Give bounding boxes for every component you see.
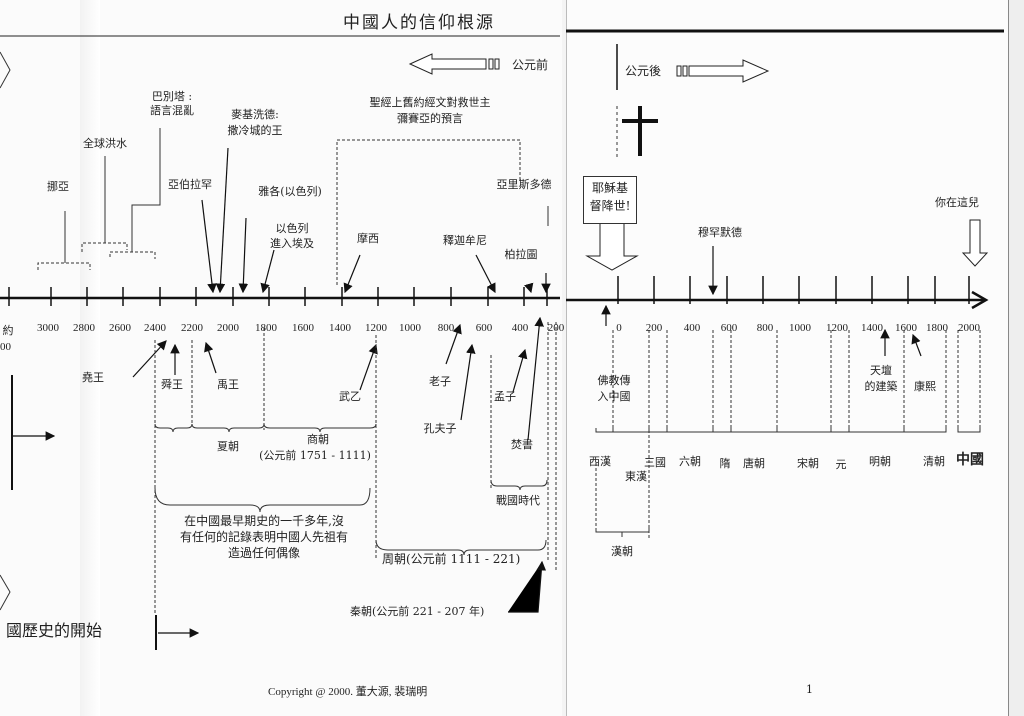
- event-melchizedek-1: 麥基洗德:: [231, 108, 279, 121]
- bc-tick-label: 2200: [181, 322, 203, 334]
- bc-label: 公元前: [512, 58, 549, 72]
- dynasty-qing: 清朝: [923, 455, 945, 468]
- dynasty-shang: 商朝: [307, 433, 329, 446]
- event-melchizedek-2: 撒冷城的王: [227, 124, 283, 137]
- note-line-3: 造過任何偶像: [227, 546, 301, 560]
- tick-sub-label: 00: [0, 341, 11, 353]
- ad-tick-label: 800: [756, 322, 774, 334]
- note-line-1: 在中國最早期史的一千多年,沒: [184, 514, 344, 528]
- copyright: Copyright @ 2000. 董大源, 裴瑞明: [268, 686, 428, 698]
- event-flood: 全球洪水: [83, 137, 127, 150]
- history-start-label: 國歷史的開始: [6, 621, 103, 640]
- page-edge: [1008, 0, 1024, 716]
- bc-tick-label: 2000: [217, 322, 239, 334]
- event-aristotle: 亞里斯多德: [496, 178, 552, 191]
- event-shun: 舜王: [161, 378, 183, 391]
- ad-tick-label: 2000: [958, 322, 980, 334]
- event-mencius: 孟子: [494, 390, 516, 403]
- event-noah: 挪亞: [47, 180, 69, 193]
- bc-tick-label: 1600: [292, 322, 314, 334]
- bc-tick-label: 約: [2, 325, 14, 337]
- jesus-line-1: 耶穌基: [591, 181, 628, 195]
- dynasty-han: 漢朝: [611, 545, 633, 558]
- dynasty-sanguo: 三國: [644, 456, 666, 469]
- bc-arrow-icon: [408, 53, 487, 75]
- ad-tick-label: 1000: [789, 322, 811, 334]
- event-plato: 柏拉圖: [504, 248, 538, 261]
- dynasty-liuchao: 六朝: [679, 455, 701, 468]
- event-yu: 禹王: [217, 378, 239, 391]
- dynasty-song: 宋朝: [797, 457, 819, 470]
- dynasty-sui: 隋: [719, 457, 731, 470]
- event-babel-2: 語言混亂: [150, 104, 194, 117]
- bc-tick-label: 600: [475, 322, 493, 334]
- ad-tick-label: 400: [683, 322, 701, 334]
- event-babel-1: 巴別塔 :: [151, 90, 193, 103]
- ad-tick-label: 0: [616, 322, 622, 334]
- page-title: 中國人的信仰根源: [343, 13, 495, 33]
- bc-tick-label: 1400: [329, 322, 351, 334]
- event-temple-1: 天壇: [870, 364, 892, 377]
- chevron-icon: [0, 51, 11, 89]
- event-jacob: 雅各(以色列): [258, 185, 322, 198]
- dynasty-china: 中國: [956, 452, 984, 468]
- bc-tick-label: 1000: [399, 322, 421, 334]
- you-are-here-arrow-icon: [961, 219, 989, 267]
- bc-tick-label: 1800: [255, 322, 277, 334]
- bc-tick-label: 3000: [37, 322, 59, 334]
- ad-tick-label: 1600: [895, 322, 917, 334]
- dynasty-ming: 明朝: [869, 455, 891, 468]
- event-confucius: 孔夫子: [423, 422, 457, 435]
- event-egypt-1: 以色列: [275, 222, 309, 235]
- event-moses: 摩西: [357, 232, 379, 245]
- event-prophecy-2: 彌賽亞的預言: [397, 112, 463, 125]
- ad-tick-label: 600: [720, 322, 738, 334]
- jesus-birth-box: 耶穌基 督降世!: [583, 176, 637, 224]
- bc-tick-label: 800: [437, 322, 455, 334]
- bc-tick-label: 400: [511, 322, 529, 334]
- event-wuyi: 武乙: [339, 390, 361, 403]
- event-buddhism-1: 佛教傳: [597, 374, 631, 387]
- note-line-2: 有任何的記錄表明中國人先祖有: [179, 530, 349, 544]
- cross-icon: [622, 106, 658, 156]
- bc-tick-label: 2800: [73, 322, 95, 334]
- ad-tick-label: 1400: [861, 322, 883, 334]
- jesus-line-2: 督降世!: [589, 199, 631, 213]
- dynasty-yuan: 元: [835, 458, 847, 471]
- bc-tick-label: 2400: [144, 322, 166, 334]
- dynasty-shang-dates: (公元前 1751 - 1111): [259, 449, 371, 462]
- bc-tick-label: 200: [547, 322, 565, 334]
- axis-arrowhead-icon: [971, 290, 989, 310]
- dynasty-donghan: 東漢: [625, 470, 647, 483]
- ad-arrow-icon: [688, 59, 770, 83]
- event-muhammad: 穆罕默德: [698, 226, 742, 239]
- dynasty-qin: 秦朝(公元前 221 - 207 年): [350, 605, 485, 618]
- event-laozi: 老子: [429, 375, 451, 388]
- event-yao: 堯王: [82, 371, 104, 384]
- chevron-icon: [0, 574, 11, 611]
- page-fold: [80, 0, 100, 716]
- bc-tick-label: 1200: [365, 322, 387, 334]
- event-kangxi: 康熙: [914, 380, 936, 393]
- event-burning-books: 焚書: [511, 438, 533, 451]
- dynasty-xia: 夏朝: [217, 440, 239, 453]
- jesus-arrow-icon: [585, 217, 639, 271]
- event-abraham: 亞伯拉罕: [168, 178, 212, 191]
- ad-tick-label: 200: [645, 322, 663, 334]
- ad-label: 公元後: [625, 64, 662, 78]
- warring-states: 戰國時代: [496, 494, 540, 507]
- event-temple-2: 的建築: [864, 380, 898, 393]
- ad-tick-label: 1200: [826, 322, 848, 334]
- event-buddhism-2: 入中國: [597, 390, 631, 403]
- ad-tick-label: 1800: [926, 322, 948, 334]
- you-are-here: 你在這兒: [935, 196, 979, 209]
- page-number: 1: [806, 683, 813, 696]
- event-egypt-2: 進入埃及: [270, 237, 314, 250]
- bc-tick-label: 2600: [109, 322, 131, 334]
- event-buddha: 釋迦牟尼: [443, 234, 487, 247]
- event-prophecy-1: 聖經上舊約經文對救世主: [369, 96, 491, 109]
- dynasty-xihan: 西漢: [589, 455, 611, 468]
- dynasty-tang: 唐朝: [743, 457, 765, 470]
- dynasty-zhou: 周朝(公元前 1111 - 221): [382, 552, 521, 566]
